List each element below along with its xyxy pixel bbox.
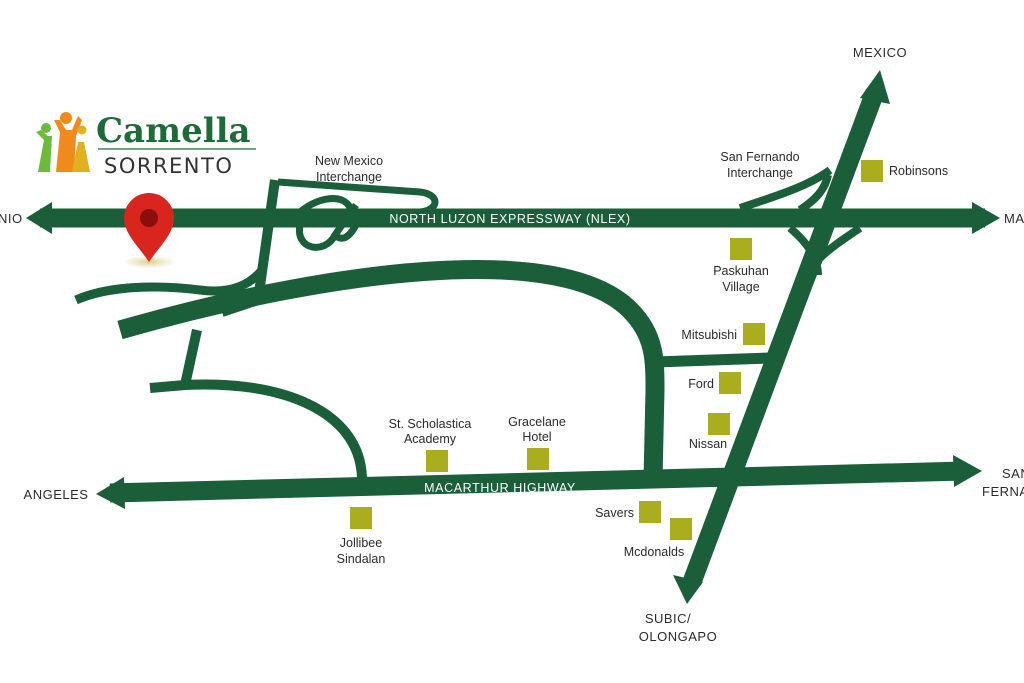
road-network <box>26 70 1000 604</box>
scholastica-label-line1: St. Scholastica <box>389 417 472 431</box>
subic-destination-line1: SUBIC/ <box>645 611 691 626</box>
mitsubishi-label: Mitsubishi <box>681 328 737 342</box>
east-destination-partial: MA <box>1004 211 1024 226</box>
mitsubishi-connector-road <box>654 352 771 368</box>
jollibee-label-line2: Sindalan <box>337 552 386 566</box>
nlex-west-arrowhead <box>26 202 52 234</box>
san-fernando-destination-line2: FERNA <box>982 484 1024 499</box>
mexico-destination: MEXICO <box>853 45 907 60</box>
san-fernando-interchange-ramps <box>738 166 863 276</box>
subic-destination-line2: OLONGAPO <box>639 629 717 644</box>
new-mexico-interchange-ramps <box>277 178 439 251</box>
new-mexico-interchange-label-line1: New Mexico <box>315 154 383 168</box>
san-fernando-interchange-label-line1: San Fernando <box>720 150 799 164</box>
gracelane-marker <box>527 448 549 470</box>
nlex-east-arrowhead <box>972 202 1000 234</box>
mitsubishi-marker <box>743 323 765 345</box>
nissan-marker <box>708 413 730 435</box>
nissan-label: Nissan <box>689 437 727 451</box>
savers-marker <box>639 501 661 523</box>
robinsons-label: Robinsons <box>889 164 948 178</box>
nlex-label: NORTH LUZON EXPRESSWAY (NLEX) <box>389 212 630 226</box>
west-wavy-road <box>74 267 266 305</box>
brand-subname: SORRENTO <box>104 154 233 178</box>
san-fernando-interchange-label-line2: Interchange <box>727 166 793 180</box>
new-mexico-interchange-label-line2: Interchange <box>316 170 382 184</box>
angeles-destination: ANGELES <box>24 487 89 502</box>
paskuhan-label-line2: Village <box>722 280 759 294</box>
gracelane-label-line2: Hotel <box>522 430 551 444</box>
mcdonalds-marker <box>670 518 692 540</box>
landmark-markers <box>350 160 883 540</box>
jollibee-marker <box>350 507 372 529</box>
ford-marker <box>719 372 741 394</box>
robinsons-marker <box>861 160 883 182</box>
scholastica-marker <box>426 450 448 472</box>
west-loop-road <box>149 328 367 479</box>
brand-name: Camella <box>96 111 251 151</box>
mexico-arrowhead <box>860 70 890 104</box>
subic-arrowhead <box>673 575 703 604</box>
map-pin-icon <box>124 193 174 268</box>
family-figures-icon <box>36 112 90 172</box>
west-destination-partial: NIO <box>0 211 23 226</box>
ford-label: Ford <box>688 377 714 391</box>
scholastica-label-line2: Academy <box>404 432 457 446</box>
camella-logo: Camella SORRENTO <box>36 111 256 178</box>
west-connector-road <box>220 179 280 317</box>
gracelane-label-line1: Gracelane <box>508 415 566 429</box>
jollibee-label-line1: Jollibee <box>340 536 382 550</box>
macarthur-label: MACARTHUR HIGHWAY <box>424 481 576 495</box>
macarthur-east-arrowhead <box>953 455 982 487</box>
savers-label: Savers <box>595 506 634 520</box>
macarthur-west-arrowhead <box>96 477 125 509</box>
mcdonalds-label: Mcdonalds <box>624 545 684 559</box>
paskuhan-marker <box>730 238 752 260</box>
macarthur-road <box>109 461 966 503</box>
san-fernando-destination-line1: SAN <box>1002 466 1024 481</box>
curved-access-road <box>117 260 665 481</box>
paskuhan-label-line1: Paskuhan <box>713 264 769 278</box>
